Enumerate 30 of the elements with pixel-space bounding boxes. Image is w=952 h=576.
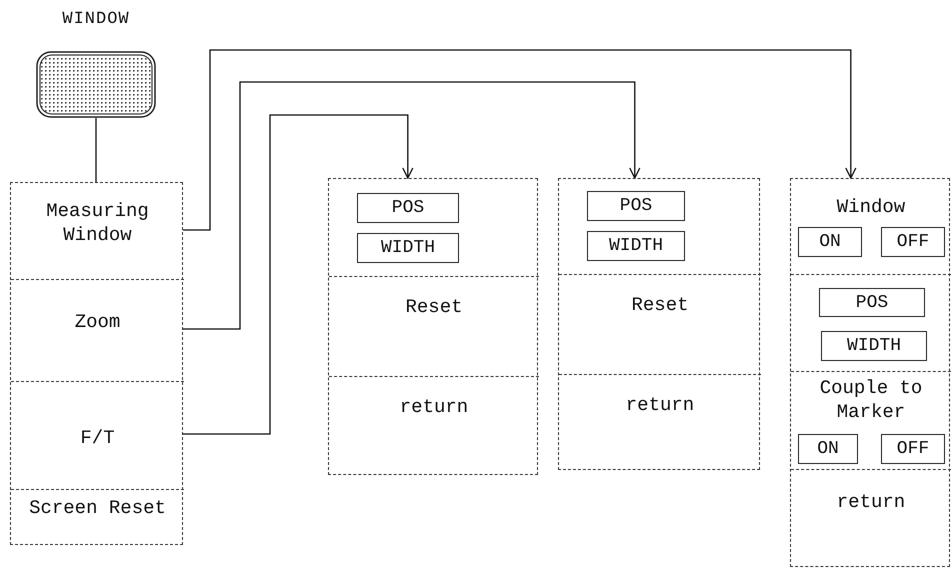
menu-panel — [10, 182, 183, 545]
softkey-button: POS — [819, 288, 925, 317]
menu-item-label: Screen Reset — [28, 496, 167, 520]
connector-line — [183, 114, 414, 435]
menu-item-label: return — [836, 490, 906, 514]
menu-panel — [790, 178, 950, 567]
menu-item-label: Reset — [630, 293, 690, 317]
softkey-button: POS — [357, 193, 459, 223]
connector-line — [95, 118, 97, 182]
menu-item-label: Zoom — [74, 310, 122, 334]
menu-item-label: Measuring Window — [45, 199, 150, 247]
softkey-button: POS — [587, 191, 685, 221]
softkey-button: WIDTH — [357, 233, 459, 263]
menu-item-label: Window — [836, 195, 906, 219]
toggle-button: ON — [798, 227, 862, 257]
menu-item-label: return — [624, 393, 696, 417]
menu-item-label: return — [398, 395, 470, 419]
menu-panel — [558, 178, 760, 470]
connector-line — [183, 81, 640, 330]
menu-item-label: Couple to Marker — [818, 376, 924, 424]
menu-item-label: Reset — [404, 295, 464, 319]
menu-panel — [328, 178, 538, 475]
softkey-button: WIDTH — [587, 231, 685, 261]
connector-line — [183, 49, 856, 231]
toggle-button: OFF — [881, 434, 945, 464]
toggle-button: OFF — [881, 227, 945, 257]
key-label: WINDOW — [61, 9, 131, 31]
toggle-button: ON — [798, 434, 858, 464]
softkey-button: WIDTH — [821, 331, 927, 361]
menu-item-label: F/T — [79, 426, 116, 450]
